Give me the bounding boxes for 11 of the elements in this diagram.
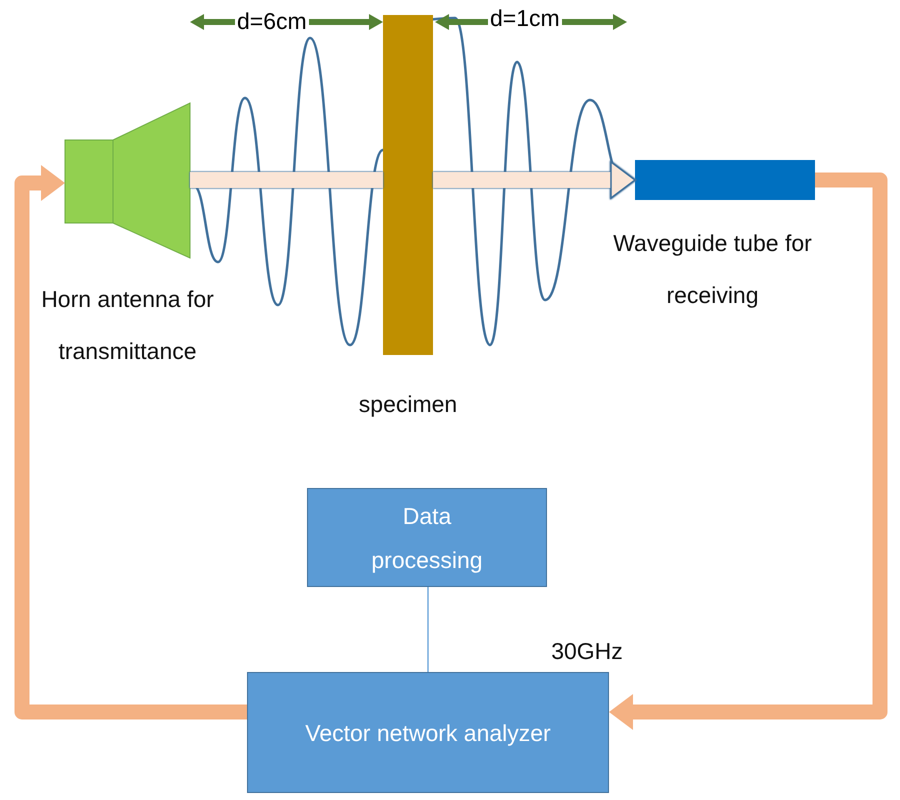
process-box: Data processing [307,488,547,587]
connector-line [427,587,429,672]
node-label: Horn antenna for transmittance [40,285,215,366]
signal-arrow [14,165,247,720]
beam-line [190,172,383,188]
beam-arrow [433,161,636,199]
node-label: Waveguide tube for receiving [612,229,813,310]
analyzer-box: Vector network analyzer [247,672,609,793]
signal-arrow [609,172,888,730]
spec-label: 30GHz [550,637,624,666]
node-label: specimen [358,390,458,419]
